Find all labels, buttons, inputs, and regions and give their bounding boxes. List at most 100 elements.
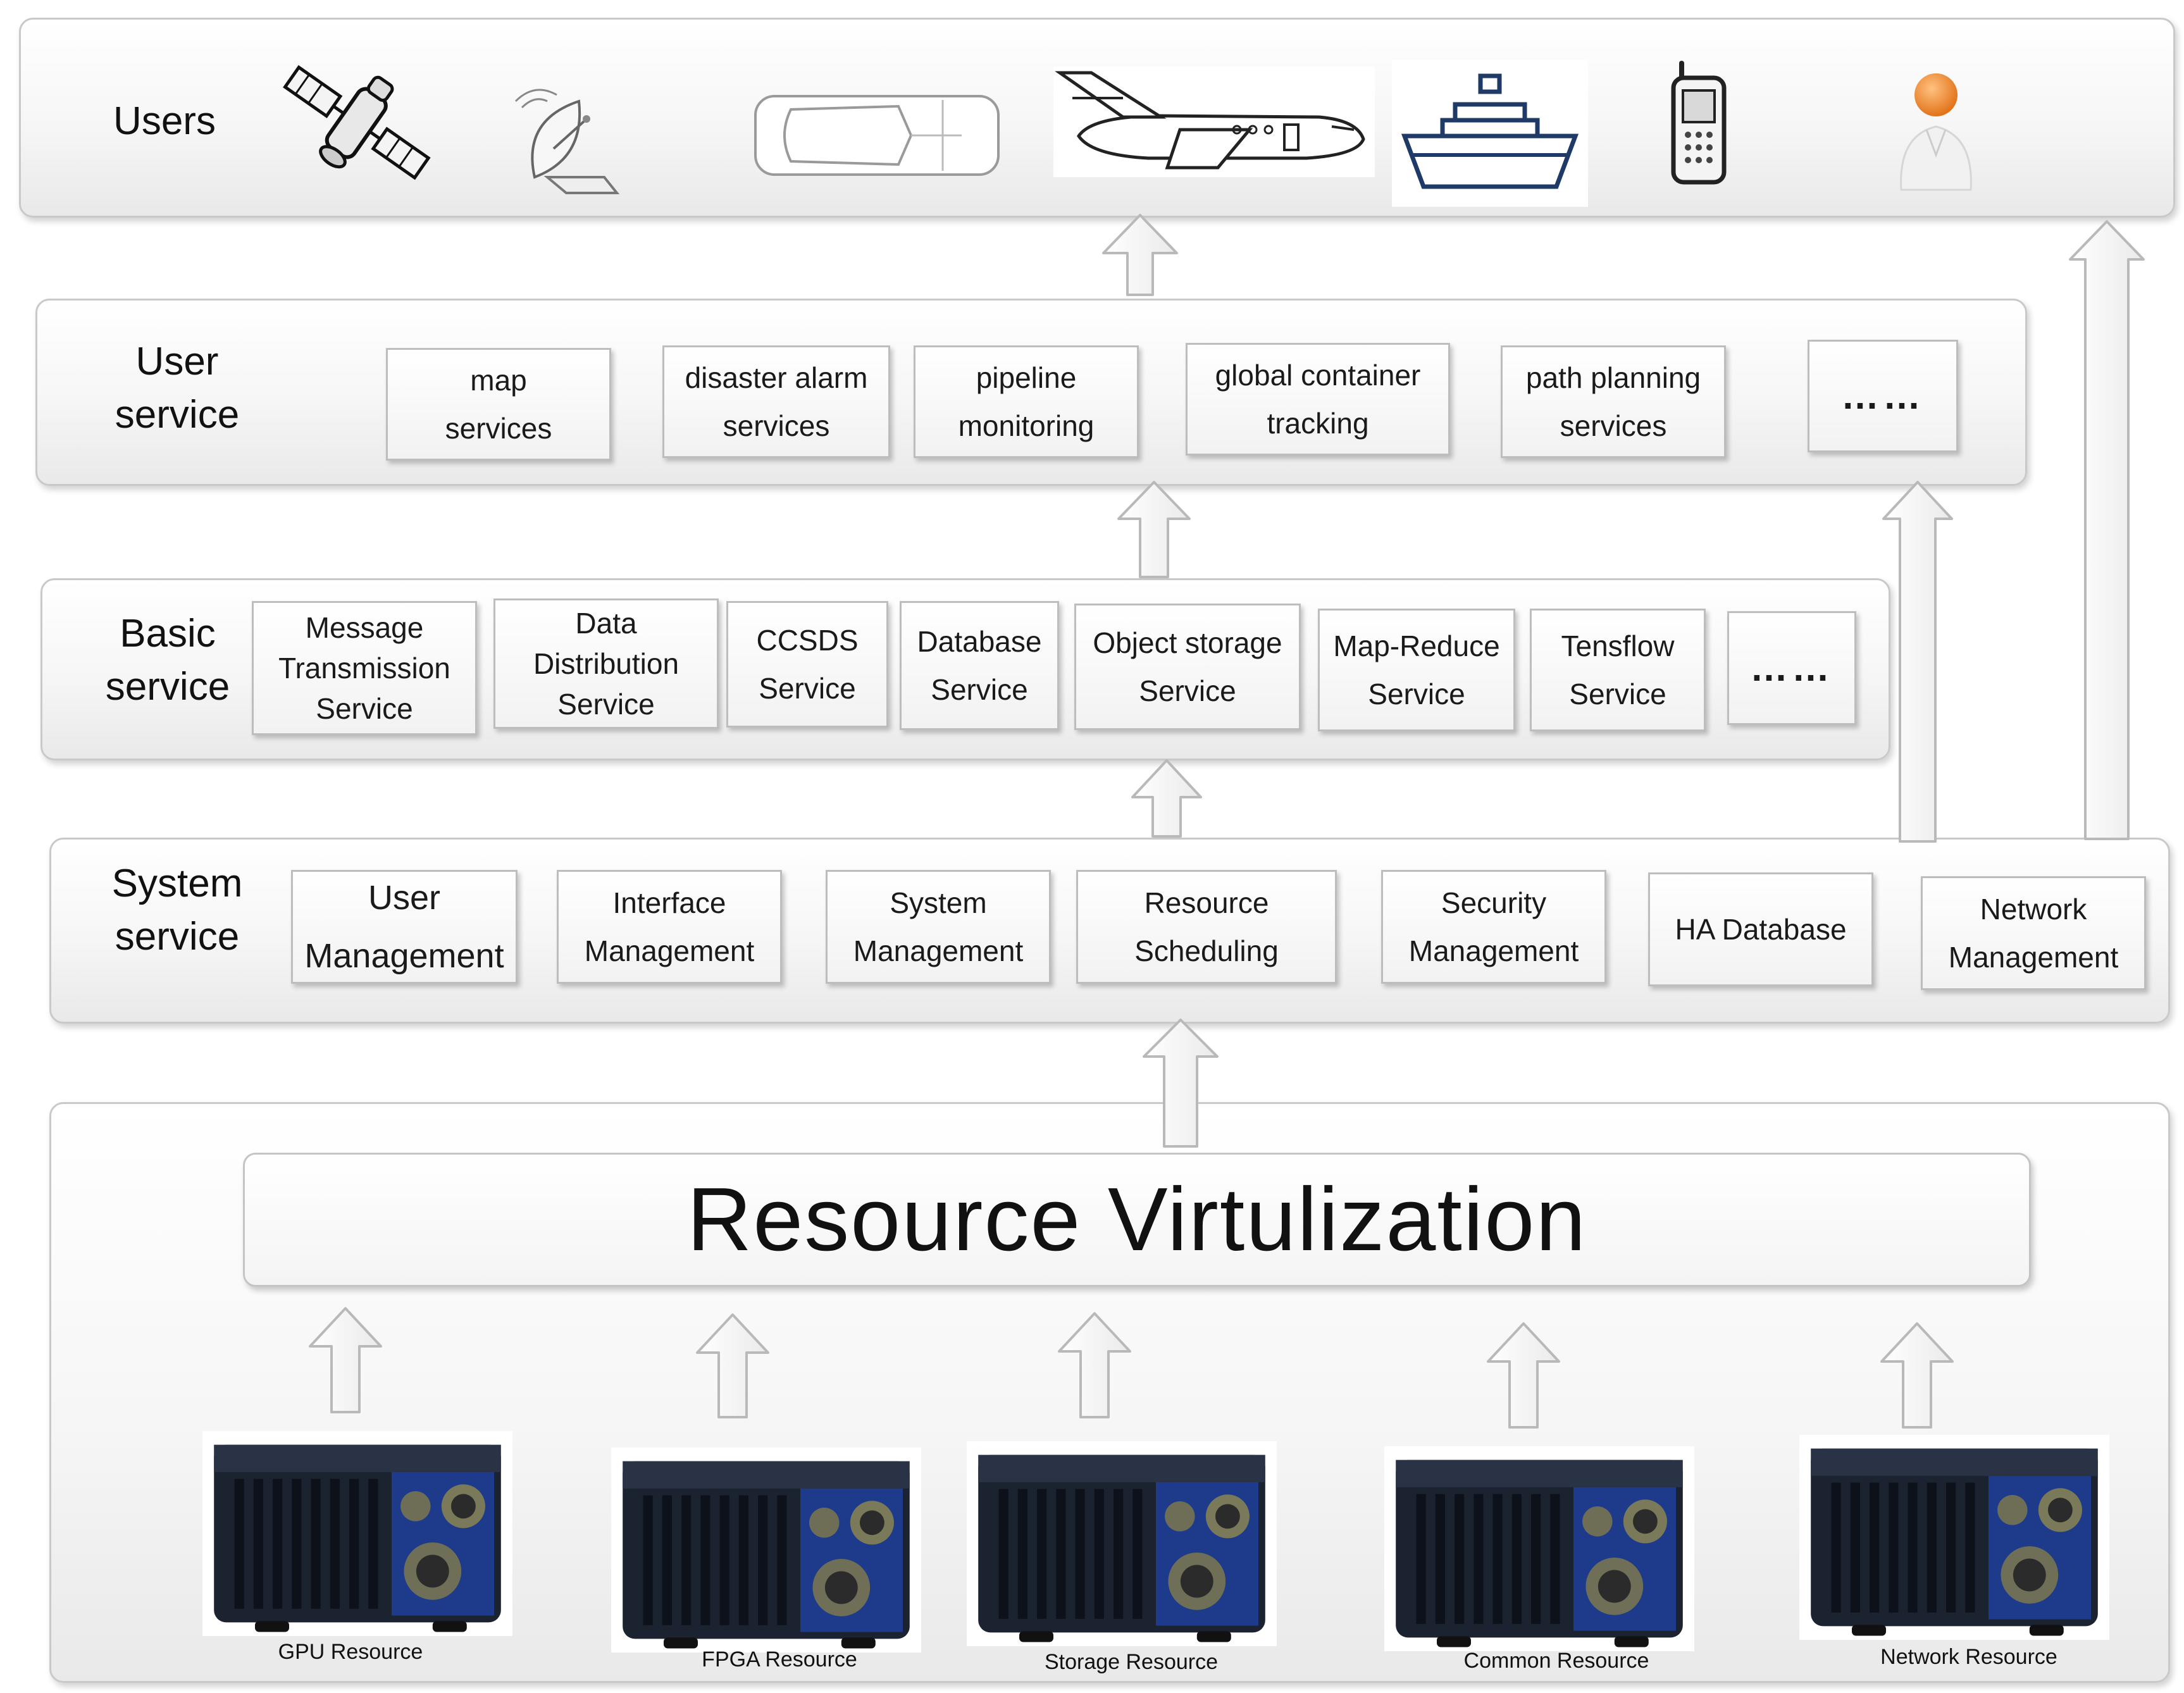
basic-service-label-line1: Basic: [120, 612, 216, 655]
box-line: Management: [584, 934, 755, 967]
box-line: Interface: [612, 886, 726, 919]
box-line: Tensflow: [1561, 629, 1675, 662]
network-resource-device: [1799, 1435, 2109, 1640]
fpga-resource-label: FPGA Resource: [702, 1647, 857, 1671]
car-icon: [753, 94, 1001, 177]
tensflow-service-box: Tensflow Service: [1530, 609, 1706, 731]
arrow-system-to-user-service: [1882, 481, 1953, 843]
arrow-fpga-to-rv: [696, 1313, 769, 1418]
box-line: Service: [1139, 674, 1236, 707]
fpga-resource-device: [611, 1448, 921, 1653]
box-line: Scheduling: [1134, 934, 1279, 967]
box-line: monitoring: [958, 409, 1095, 442]
arrow-network-to-rv: [1880, 1322, 1954, 1429]
box-line: Message: [305, 611, 424, 644]
arrow-gpu-to-rv: [309, 1307, 382, 1413]
satellite-icon: [272, 54, 443, 190]
system-service-label: System service: [92, 857, 263, 964]
database-service-box: Database Service: [900, 601, 1059, 730]
box-line: Service: [1368, 678, 1465, 710]
ccsds-service-box: CCSDS Service: [726, 601, 888, 728]
map-services-box: map services: [386, 348, 611, 461]
box-line: services: [445, 412, 552, 445]
box-line: Object storage: [1093, 626, 1282, 659]
person-icon: [1892, 66, 1980, 193]
box-line: Service: [931, 673, 1028, 706]
ellipsis: ……: [1750, 647, 1833, 689]
box-line: map: [470, 364, 527, 397]
box-line: Management: [1948, 941, 2119, 974]
satellite-dish-icon: [509, 82, 642, 202]
box-line: disaster alarm: [685, 361, 868, 394]
box-line: User: [368, 879, 440, 917]
box-line: Service: [1569, 678, 1666, 710]
global-container-tracking-box: global container tracking: [1186, 343, 1450, 456]
basic-service-label-line2: service: [105, 665, 230, 709]
user-service-label-line2: service: [115, 393, 240, 437]
gpu-resource-device: [202, 1431, 512, 1636]
box-line: HA Database: [1675, 913, 1847, 946]
user-service-label: User service: [95, 335, 259, 442]
box-line: Management: [1408, 934, 1579, 967]
common-resource-label: Common Resource: [1463, 1649, 1649, 1673]
disaster-alarm-services-box: disaster alarm services: [662, 345, 890, 458]
map-reduce-service-box: Map-Reduce Service: [1318, 609, 1515, 731]
box-line: Service: [557, 688, 655, 721]
storage-resource-label: Storage Resource: [1044, 1650, 1219, 1674]
system-management-box: System Management: [826, 870, 1051, 984]
arrow-storage-to-rv: [1058, 1312, 1131, 1418]
ellipsis: ……: [1841, 375, 1925, 417]
box-line: Distribution: [533, 647, 679, 680]
box-line: Map-Reduce: [1333, 629, 1500, 662]
path-planning-services-box: path planning services: [1501, 345, 1726, 458]
user-service-more-box: ……: [1808, 340, 1958, 452]
box-line: Transmission: [278, 652, 450, 685]
arrow-system-to-users: [2069, 220, 2145, 840]
mobile-phone-icon: [1664, 60, 1734, 187]
box-line: pipeline: [976, 361, 1077, 394]
arrow-common-to-rv: [1487, 1322, 1560, 1429]
message-transmission-service-box: Message Transmission Service: [252, 601, 477, 735]
box-line: Data: [575, 607, 637, 640]
arrow-basic-to-user-service: [1117, 481, 1191, 578]
box-line: Network: [1980, 893, 2087, 926]
box-line: Management: [853, 934, 1024, 967]
ship-icon: [1392, 60, 1588, 207]
gpu-resource-label: GPU Resource: [278, 1640, 423, 1664]
box-line: services: [723, 409, 830, 442]
box-line: Security: [1441, 886, 1547, 919]
common-resource-device: [1384, 1446, 1694, 1651]
arrow-resource-to-system: [1143, 1019, 1219, 1148]
object-storage-service-box: Object storage Service: [1074, 604, 1301, 730]
box-line: Service: [316, 692, 413, 725]
box-line: path planning: [1525, 361, 1701, 394]
box-line: CCSDS: [756, 624, 859, 657]
network-resource-label: Network Resource: [1880, 1645, 2057, 1669]
pipeline-monitoring-box: pipeline monitoring: [914, 345, 1139, 458]
box-line: services: [1560, 409, 1667, 442]
user-service-label-line1: User: [135, 340, 219, 383]
resource-virtualization-box: Resource Virtulization: [243, 1153, 2031, 1287]
box-line: Management: [304, 937, 504, 975]
users-label: Users: [113, 99, 216, 143]
system-service-label-line2: service: [115, 915, 240, 958]
basic-service-label: Basic service: [85, 607, 250, 714]
box-line: Resource: [1144, 886, 1269, 919]
arrow-system-to-basic: [1131, 759, 1202, 838]
security-management-box: Security Management: [1381, 870, 1606, 984]
box-line: Service: [759, 672, 856, 705]
arrow-user-service-to-users: [1102, 214, 1178, 296]
interface-management-box: Interface Management: [557, 870, 782, 984]
system-service-label-line1: System: [111, 862, 243, 905]
box-line: tracking: [1267, 407, 1369, 440]
user-management-box: User Management: [291, 870, 518, 984]
basic-service-more-box: ……: [1727, 611, 1856, 725]
box-line: System: [890, 886, 987, 919]
airplane-icon: [1053, 66, 1375, 177]
network-management-box: Network Management: [1921, 876, 2146, 990]
resource-scheduling-box: Resource Scheduling: [1076, 870, 1337, 984]
data-distribution-service-box: Data Distribution Service: [493, 598, 719, 729]
ha-database-box: HA Database: [1648, 872, 1873, 986]
box-line: Database: [917, 625, 1042, 658]
